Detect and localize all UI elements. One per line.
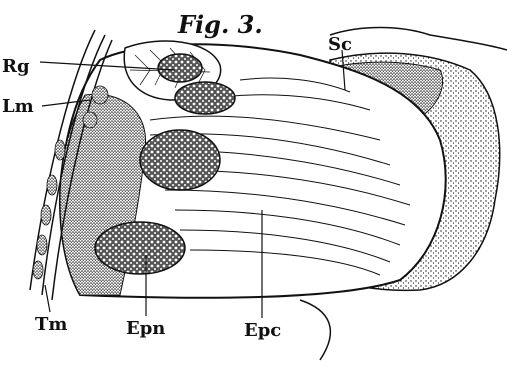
- label-epn: Epn: [126, 318, 165, 339]
- label-sc: Sc: [328, 34, 352, 55]
- label-epc: Epc: [244, 320, 281, 341]
- label-tm: Tm: [35, 314, 67, 335]
- epn-nucleus: [95, 222, 185, 274]
- top-right-flap: [330, 28, 507, 51]
- rg-nucleus: [158, 54, 202, 82]
- figure-title: Fig. 3.: [177, 10, 263, 39]
- label-lm: Lm: [2, 96, 34, 117]
- central-nucleus: [140, 130, 220, 190]
- upper-nucleus: [175, 82, 235, 114]
- label-rg: Rg: [2, 56, 30, 77]
- lower-flap: [300, 300, 330, 360]
